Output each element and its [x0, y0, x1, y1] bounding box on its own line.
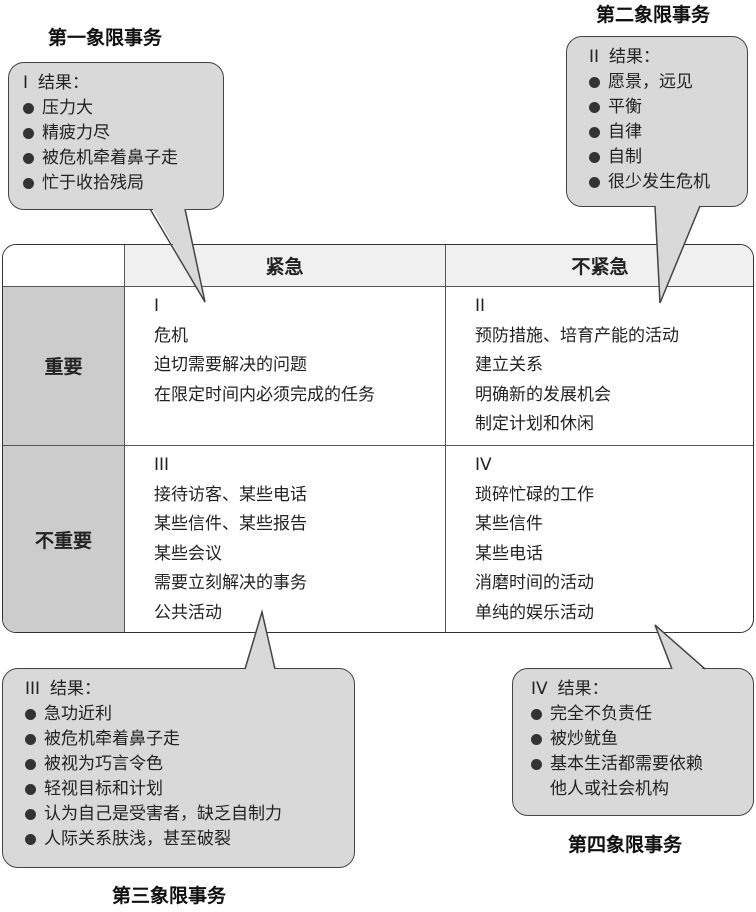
quadrant-2: II 预防措施、培育产能的活动 建立关系 明确新的发展机会 制定计划和休闲 — [445, 286, 753, 445]
divider — [124, 245, 125, 632]
result-item: 被炒鱿鱼 — [550, 729, 618, 749]
bullet-icon — [589, 127, 600, 138]
numeral: III — [154, 455, 170, 475]
bullet-icon — [25, 834, 36, 845]
quadrant-item: 危机 — [154, 325, 188, 346]
col-header-urgent: 紧急 — [124, 245, 445, 286]
result-bubble-3: III 结果： 急功近利 被危机牵着鼻子走 被视为巧言令色 轻视目标和计划 认为自… — [2, 668, 355, 868]
quadrant-item: 某些信件 — [475, 514, 543, 534]
result-bubble-4: IV 结果： 完全不负责任 被炒鱿鱼 基本生活都需要依赖 他人或社会机构 — [512, 668, 754, 816]
result-item: 忙于收拾残局 — [42, 173, 144, 193]
quadrant-item: 建立关系 — [475, 355, 543, 375]
quadrant-3-title: 第三象限事务 — [112, 885, 227, 907]
quadrant-4-title: 第四象限事务 — [568, 834, 683, 856]
numeral: IV — [531, 679, 548, 699]
row-header-important: 重要 — [3, 286, 124, 445]
result-bubble-1: I 结果： 压力大 精疲力尽 被危机牵着鼻子走 忙于收拾残局 — [8, 62, 224, 210]
result-item: 被视为巧言令色 — [44, 754, 163, 774]
bullet-icon — [25, 759, 36, 770]
result-item: 平衡 — [608, 97, 642, 117]
quadrant-item: 某些信件、某些报告 — [154, 514, 307, 534]
bullet-icon — [531, 734, 542, 745]
result-item: 认为自己是受害者，缺乏自制力 — [44, 804, 282, 824]
bullet-icon — [589, 102, 600, 113]
row-header-not-important: 不重要 — [3, 445, 124, 632]
result-item: 自律 — [608, 122, 642, 142]
quadrant-item: 需要立刻解决的事务 — [154, 573, 307, 593]
quadrant-item: 接待访客、某些电话 — [154, 484, 307, 505]
result-label: 结果： — [609, 47, 661, 67]
result-label: 结果： — [50, 679, 102, 699]
result-item: 愿景，远见 — [608, 72, 693, 92]
result-item: 很少发生危机 — [608, 172, 710, 192]
col-header-not-urgent: 不紧急 — [445, 245, 753, 286]
quadrant-item: 单纯的娱乐活动 — [475, 602, 594, 623]
result-label: 结果： — [557, 679, 609, 699]
result-item: 精疲力尽 — [42, 123, 110, 143]
priority-matrix: 紧急 不紧急 重要 不重要 I 危机 迫切需要解决的问题 在限定时间内必须完成的… — [2, 244, 754, 633]
numeral: I — [154, 296, 160, 316]
bullet-icon — [531, 709, 542, 720]
bullet-icon — [25, 809, 36, 820]
quadrant-4: IV 琐碎忙碌的工作 某些信件 某些电话 消磨时间的活动 单纯的娱乐活动 — [445, 445, 753, 632]
result-item: 人际关系肤浅，甚至破裂 — [44, 829, 231, 849]
bullet-icon — [23, 128, 34, 139]
numeral: I — [23, 73, 29, 93]
numeral: IV — [475, 455, 492, 475]
result-item-continuation: 他人或社会机构 — [550, 779, 669, 799]
result-bubble-2: II 结果： 愿景，远见 平衡 自律 自制 很少发生危机 — [566, 36, 748, 207]
quadrant-2-title: 第二象限事务 — [596, 4, 711, 26]
bullet-icon — [589, 177, 600, 188]
result-item: 基本生活都需要依赖 — [550, 754, 703, 774]
result-item: 被危机牵着鼻子走 — [42, 148, 178, 168]
divider — [3, 445, 753, 446]
quadrant-item: 在限定时间内必须完成的任务 — [154, 384, 375, 405]
bullet-icon — [531, 759, 542, 770]
quadrant-item: 某些会议 — [154, 543, 222, 564]
bullet-icon — [25, 709, 36, 720]
result-item: 自制 — [608, 147, 642, 167]
bullet-icon — [25, 734, 36, 745]
result-item: 完全不负责任 — [550, 704, 652, 724]
result-item: 被危机牵着鼻子走 — [44, 729, 180, 749]
quadrant-3: III 接待访客、某些电话 某些信件、某些报告 某些会议 需要立刻解决的事务 公… — [124, 445, 445, 632]
result-item: 轻视目标和计划 — [44, 779, 163, 799]
quadrant-item: 制定计划和休闲 — [475, 414, 594, 434]
bullet-icon — [23, 153, 34, 164]
quadrant-1-title: 第一象限事务 — [48, 27, 163, 49]
result-item: 压力大 — [42, 98, 93, 118]
bullet-icon — [23, 103, 34, 114]
bullet-icon — [589, 152, 600, 163]
result-label: 结果： — [38, 73, 90, 93]
bullet-icon — [589, 77, 600, 88]
result-item: 急功近利 — [44, 704, 112, 724]
quadrant-item: 公共活动 — [154, 602, 222, 623]
quadrant-item: 预防措施、培育产能的活动 — [475, 325, 679, 346]
quadrant-item: 迫切需要解决的问题 — [154, 355, 307, 375]
bullet-icon — [23, 178, 34, 189]
quadrant-1: I 危机 迫切需要解决的问题 在限定时间内必须完成的任务 — [124, 286, 445, 445]
divider — [3, 286, 753, 287]
quadrant-item: 消磨时间的活动 — [475, 573, 594, 593]
numeral: II — [589, 47, 600, 67]
quadrant-item: 琐碎忙碌的工作 — [475, 484, 594, 505]
quadrant-item: 明确新的发展机会 — [475, 384, 611, 405]
divider — [445, 245, 446, 632]
bullet-icon — [25, 784, 36, 795]
numeral: III — [25, 679, 41, 699]
quadrant-item: 某些电话 — [475, 543, 543, 564]
numeral: II — [475, 296, 486, 316]
